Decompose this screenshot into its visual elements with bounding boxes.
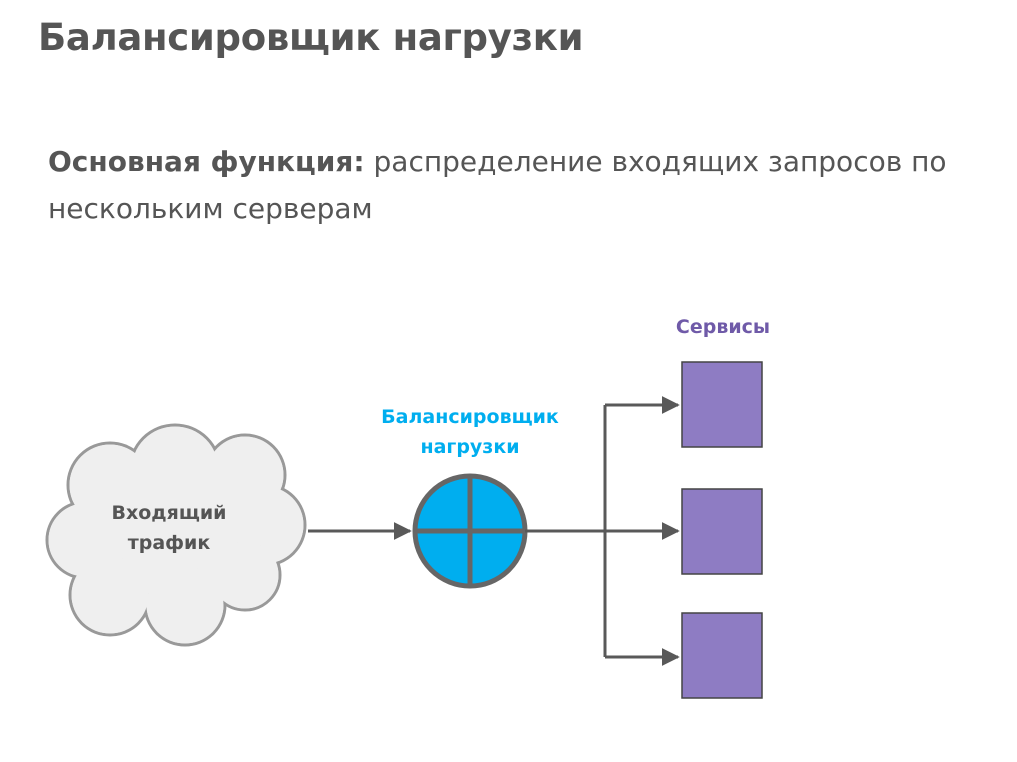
balancer-label: Балансировщик нагрузки bbox=[360, 402, 580, 462]
balancer-label-line-2: нагрузки bbox=[420, 436, 520, 458]
slide-title: Балансировщик нагрузки bbox=[38, 16, 584, 59]
slide-description: Основная функция: распределение входящих… bbox=[48, 138, 978, 232]
traffic-label-line-1: Входящий bbox=[111, 502, 227, 524]
balancer-icon bbox=[412, 473, 528, 589]
distribution-connector bbox=[525, 396, 680, 666]
services-label: Сервисы bbox=[675, 316, 771, 338]
service-box bbox=[681, 361, 763, 448]
balancer-label-line-1: Балансировщик bbox=[381, 406, 559, 428]
traffic-label-line-2: трафик bbox=[127, 532, 211, 554]
description-text: распределение входящих запросов по неско… bbox=[48, 145, 947, 225]
traffic-label: Входящий трафик bbox=[86, 498, 252, 558]
service-box bbox=[681, 488, 763, 575]
description-lead: Основная функция: bbox=[48, 145, 365, 178]
service-box bbox=[681, 612, 763, 699]
cloud-icon bbox=[45, 423, 307, 647]
